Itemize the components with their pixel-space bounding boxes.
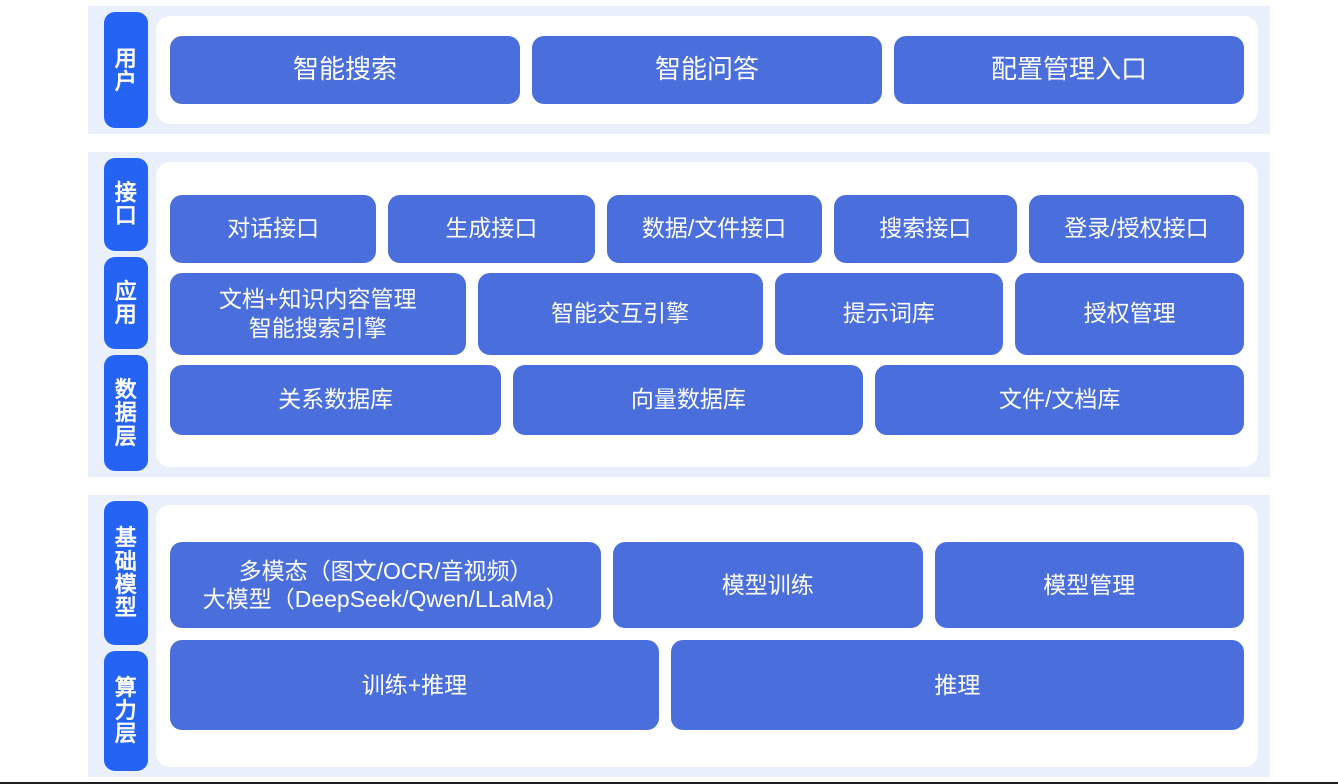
rail-tab-char: 层 bbox=[114, 423, 138, 449]
box-vector-database[interactable]: 向量数据库 bbox=[513, 364, 864, 435]
box-config-management-entry[interactable]: 配置管理入口 bbox=[894, 36, 1244, 104]
box-intelligent-search[interactable]: 智能搜索 bbox=[170, 36, 520, 104]
box-prompt-library[interactable]: 提示词库 bbox=[774, 272, 1004, 355]
rail-tab-user[interactable]: 用 户 bbox=[104, 12, 148, 128]
rail-user: 用 户 bbox=[88, 6, 148, 134]
rail-tab-char: 算 bbox=[114, 674, 138, 700]
rail-tab-char: 模 bbox=[114, 571, 138, 597]
rail-tab-data-layer[interactable]: 数 据 层 bbox=[104, 355, 148, 471]
box-inference[interactable]: 推理 bbox=[670, 640, 1244, 730]
rail-tab-char: 力 bbox=[114, 698, 138, 724]
card-user: 智能搜索 智能问答 配置管理入口 bbox=[156, 16, 1258, 124]
section-core: 接 口 应 用 数 据 层 对话接口 生成接口 数据/文件接口 搜索接口 登录/… bbox=[88, 152, 1270, 477]
card-core: 对话接口 生成接口 数据/文件接口 搜索接口 登录/授权接口 文档+知识内容管理… bbox=[156, 162, 1258, 467]
box-data-file-api[interactable]: 数据/文件接口 bbox=[606, 194, 822, 263]
rail-tab-char: 础 bbox=[114, 548, 138, 574]
row-interface: 对话接口 生成接口 数据/文件接口 搜索接口 登录/授权接口 bbox=[170, 194, 1245, 263]
rail-tab-application[interactable]: 应 用 bbox=[104, 256, 148, 350]
rail-tab-interface[interactable]: 接 口 bbox=[104, 158, 148, 251]
row-user-1: 智能搜索 智能问答 配置管理入口 bbox=[170, 36, 1244, 104]
box-doc-knowledge-content-management[interactable]: 文档+知识内容管理 智能搜索引擎 bbox=[170, 272, 466, 355]
rail-tab-char: 户 bbox=[114, 69, 138, 94]
box-relational-database[interactable]: 关系数据库 bbox=[170, 364, 502, 435]
box-dialog-api[interactable]: 对话接口 bbox=[170, 194, 377, 263]
row-foundation-model: 多模态（图文/OCR/音视频） 大模型（DeepSeek/Qwen/LLaMa）… bbox=[170, 542, 1244, 628]
card-infra: 多模态（图文/OCR/音视频） 大模型（DeepSeek/Qwen/LLaMa）… bbox=[156, 505, 1258, 767]
box-file-document-store[interactable]: 文件/文档库 bbox=[875, 364, 1244, 435]
section-user: 用 户 智能搜索 智能问答 配置管理入口 bbox=[88, 6, 1270, 134]
box-intelligent-qa[interactable]: 智能问答 bbox=[532, 36, 882, 104]
row-data-layer: 关系数据库 向量数据库 文件/文档库 bbox=[170, 364, 1244, 435]
box-login-auth-api[interactable]: 登录/授权接口 bbox=[1028, 194, 1245, 263]
box-multimodal-llm[interactable]: 多模态（图文/OCR/音视频） 大模型（DeepSeek/Qwen/LLaMa） bbox=[170, 542, 602, 628]
rail-tab-char: 数 bbox=[114, 377, 138, 403]
rail-tab-char: 层 bbox=[114, 721, 138, 747]
rail-tab-char: 用 bbox=[114, 45, 138, 71]
rail-tab-char: 据 bbox=[114, 400, 138, 426]
bottom-rule bbox=[0, 782, 1338, 784]
box-search-api[interactable]: 搜索接口 bbox=[833, 194, 1017, 263]
rail-tab-char: 应 bbox=[114, 278, 138, 304]
rail-tab-char: 口 bbox=[114, 203, 138, 229]
box-intelligent-interaction-engine[interactable]: 智能交互引擎 bbox=[477, 272, 763, 355]
box-model-training[interactable]: 模型训练 bbox=[613, 542, 923, 628]
rail-tab-char: 用 bbox=[114, 301, 138, 327]
box-model-management[interactable]: 模型管理 bbox=[934, 542, 1244, 628]
rail-core: 接 口 应 用 数 据 层 bbox=[88, 152, 148, 477]
box-authorization-management[interactable]: 授权管理 bbox=[1015, 272, 1244, 355]
row-compute-layer: 训练+推理 推理 bbox=[170, 640, 1244, 730]
box-training-plus-inference[interactable]: 训练+推理 bbox=[170, 640, 659, 730]
row-application: 文档+知识内容管理 智能搜索引擎 智能交互引擎 提示词库 授权管理 bbox=[170, 272, 1244, 355]
section-infra: 基 础 模 型 算 力 层 多模态（图文/OCR/音视频） 大模型（DeepSe… bbox=[88, 495, 1270, 777]
rail-tab-char: 基 bbox=[114, 525, 138, 551]
rail-tab-foundation-model[interactable]: 基 础 模 型 bbox=[104, 501, 148, 645]
rail-infra: 基 础 模 型 算 力 层 bbox=[88, 495, 148, 777]
rail-tab-compute-layer[interactable]: 算 力 层 bbox=[104, 650, 148, 771]
rail-tab-char: 型 bbox=[114, 595, 138, 621]
rail-tab-char: 接 bbox=[114, 179, 138, 205]
box-generation-api[interactable]: 生成接口 bbox=[388, 194, 595, 263]
